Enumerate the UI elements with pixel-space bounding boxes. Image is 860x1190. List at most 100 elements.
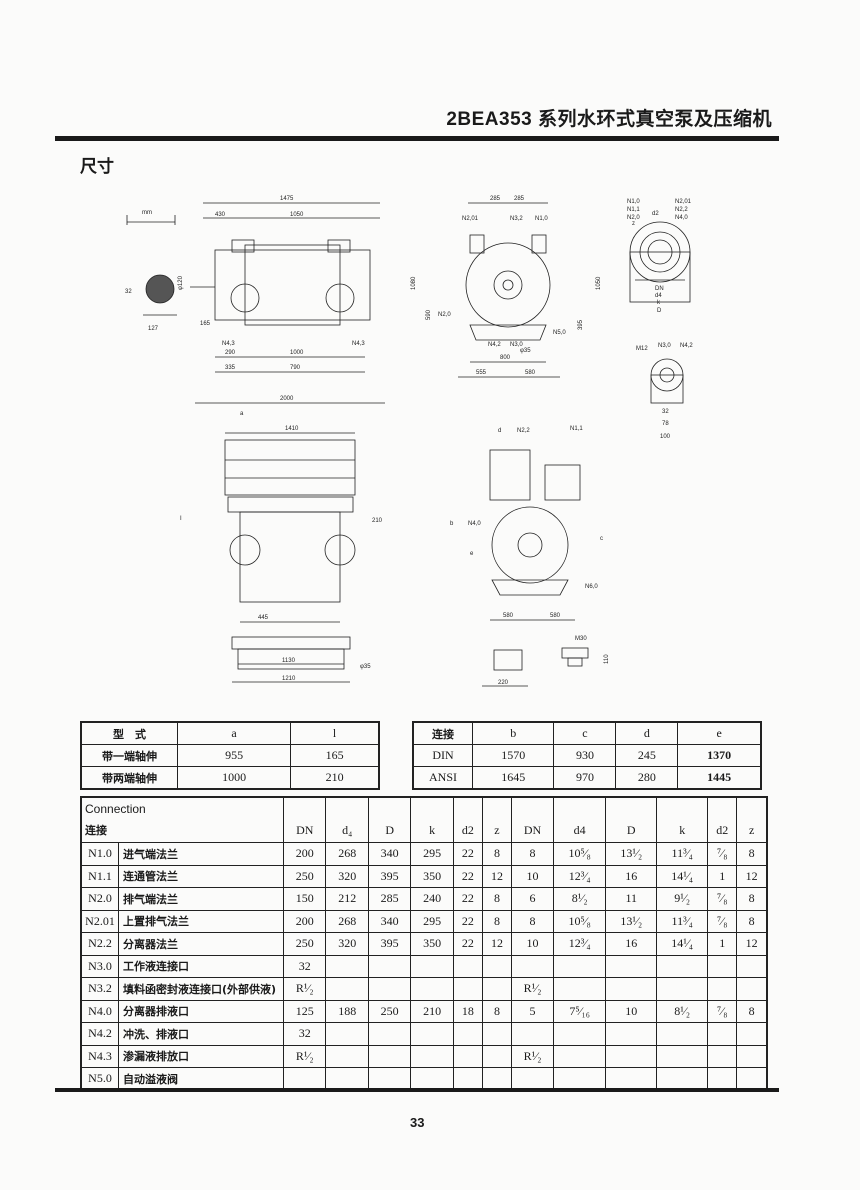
table-cell: 11³⁄₄ bbox=[656, 909, 709, 933]
connection-name: 上置排气法兰 bbox=[118, 909, 284, 933]
svg-text:N5,0: N5,0 bbox=[553, 330, 566, 336]
svg-text:a: a bbox=[240, 411, 244, 417]
svg-text:N2,01: N2,01 bbox=[462, 216, 479, 222]
svg-text:1050: 1050 bbox=[596, 276, 602, 290]
svg-text:800: 800 bbox=[500, 355, 511, 361]
svg-text:D: D bbox=[657, 308, 662, 314]
table-cell: 12 bbox=[736, 864, 768, 888]
table-cell bbox=[656, 954, 709, 978]
svg-text:220: 220 bbox=[498, 680, 509, 686]
table-cell: 22 bbox=[452, 842, 483, 866]
table-cell bbox=[736, 977, 768, 1001]
svg-text:d: d bbox=[498, 428, 501, 434]
svg-text:M30: M30 bbox=[575, 636, 587, 642]
svg-text:1000: 1000 bbox=[290, 350, 304, 356]
table-cell bbox=[510, 1022, 555, 1046]
svg-text:φ35: φ35 bbox=[360, 664, 371, 670]
table-cell bbox=[707, 977, 738, 1001]
table-cell: 250 bbox=[367, 999, 412, 1023]
svg-text:N6,0: N6,0 bbox=[585, 584, 598, 590]
table-cell: 1445 bbox=[677, 766, 762, 790]
table-cell: 125 bbox=[282, 999, 327, 1023]
svg-text:mm: mm bbox=[142, 210, 152, 216]
table-cell bbox=[367, 977, 412, 1001]
table-cell: 8 bbox=[481, 999, 513, 1023]
column-header: z bbox=[481, 796, 513, 843]
table-cell: 245 bbox=[615, 744, 679, 767]
table-cell: ⁷⁄₈ bbox=[707, 842, 738, 866]
table-cell: 16 bbox=[605, 932, 658, 956]
connection-name: 连通管法兰 bbox=[118, 864, 284, 888]
table-cell: 12 bbox=[736, 932, 768, 956]
connection-code: N4.3 bbox=[80, 1044, 119, 1068]
table-cell: 340 bbox=[367, 909, 412, 933]
connection-name: 工作液连接口 bbox=[118, 954, 284, 978]
table-cell: R¹⁄₂ bbox=[282, 977, 327, 1001]
table-cell: 9¹⁄₂ bbox=[656, 887, 709, 911]
table-cell: 带一端轴伸 bbox=[80, 744, 178, 767]
svg-text:1050: 1050 bbox=[290, 212, 304, 218]
table-cell: 188 bbox=[325, 999, 369, 1023]
table-header-row: 型 式 a l bbox=[80, 721, 380, 745]
svg-text:580: 580 bbox=[525, 370, 536, 376]
table-cell bbox=[367, 1022, 412, 1046]
table-cell: 955 bbox=[176, 744, 292, 767]
table-cell: R¹⁄₂ bbox=[282, 1044, 327, 1068]
svg-text:N4,3: N4,3 bbox=[222, 341, 235, 347]
table-cell: 1570 bbox=[471, 744, 555, 767]
table-cell: 22 bbox=[452, 887, 483, 911]
table-cell bbox=[656, 1044, 709, 1068]
svg-text:580: 580 bbox=[503, 613, 514, 619]
table-cell bbox=[410, 954, 454, 978]
table-cell: 5 bbox=[510, 999, 555, 1023]
column-header: DN bbox=[282, 796, 327, 843]
table-cell bbox=[481, 1044, 513, 1068]
svg-text:430: 430 bbox=[215, 212, 226, 218]
table-cell: 8¹⁄₂ bbox=[553, 887, 607, 911]
table-cell: 268 bbox=[325, 909, 369, 933]
table-cell: 12 bbox=[481, 932, 513, 956]
table-cell bbox=[410, 977, 454, 1001]
table-cell: 395 bbox=[367, 932, 412, 956]
connection-code: N4.0 bbox=[80, 999, 119, 1023]
svg-text:395: 395 bbox=[578, 319, 584, 330]
table-row: 带两端轴伸 1000 210 bbox=[80, 766, 380, 790]
table-cell bbox=[553, 977, 607, 1001]
table-cell bbox=[325, 1022, 369, 1046]
svg-text:N2,01: N2,01 bbox=[675, 199, 692, 205]
table-cell bbox=[736, 1022, 768, 1046]
svg-text:285: 285 bbox=[514, 196, 525, 202]
table-cell: 350 bbox=[410, 864, 454, 888]
svg-text:N2,0: N2,0 bbox=[627, 215, 640, 221]
table-cell: 10 bbox=[510, 932, 555, 956]
svg-text:555: 555 bbox=[476, 370, 487, 376]
table-cell bbox=[707, 1022, 738, 1046]
column-header: D bbox=[605, 796, 658, 843]
table-header-row: 连接 b c d e bbox=[412, 721, 762, 745]
svg-text:b: b bbox=[450, 521, 454, 527]
svg-text:N2,2: N2,2 bbox=[517, 428, 530, 434]
svg-text:N1,1: N1,1 bbox=[627, 207, 640, 213]
table-cell: 10⁵⁄₈ bbox=[553, 842, 607, 866]
table-cell: 285 bbox=[367, 887, 412, 911]
svg-text:I: I bbox=[180, 516, 182, 522]
table-cell: 165 bbox=[290, 744, 380, 767]
table-cell: 295 bbox=[410, 909, 454, 933]
table-cell bbox=[410, 1022, 454, 1046]
table-cell bbox=[325, 1067, 369, 1091]
connection-header-cell: Connection 连接 bbox=[80, 796, 284, 843]
svg-text:335: 335 bbox=[225, 365, 236, 371]
table-cell: 200 bbox=[282, 909, 327, 933]
page-title: 2BEA353 系列水环式真空泵及压缩机 bbox=[446, 109, 772, 130]
table-cell: 8 bbox=[481, 842, 513, 866]
svg-text:78: 78 bbox=[662, 421, 669, 427]
table-cell: 22 bbox=[452, 932, 483, 956]
double-shaft-view-drawing: 2000 a 1410 210 445 I bbox=[180, 396, 385, 623]
